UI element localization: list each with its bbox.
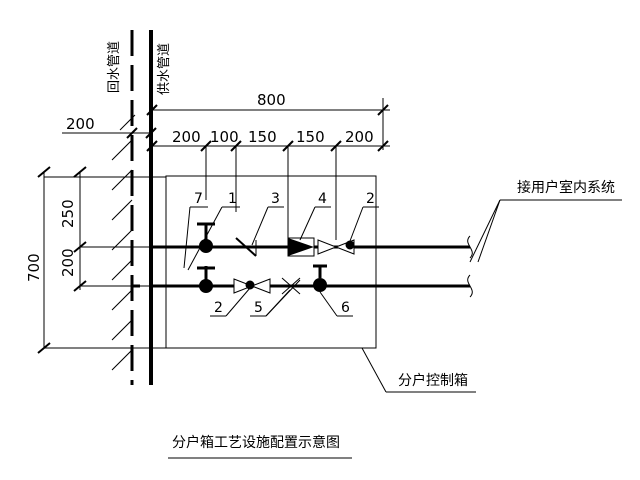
dimension-lines-top <box>62 98 390 240</box>
dim-height-a: 250 <box>59 199 77 228</box>
filter-strainer <box>235 237 257 257</box>
callout-2-bottom: 2 <box>214 300 223 316</box>
dim-left-offset: 200 <box>66 115 95 133</box>
dim-height-total: 700 <box>25 253 43 282</box>
callout-3: 3 <box>271 191 280 207</box>
return-valve-cross <box>281 277 301 295</box>
callout-4: 4 <box>318 191 327 207</box>
supply-lock-valve <box>317 239 355 255</box>
control-box-leader <box>361 347 476 393</box>
callout-1: 1 <box>228 191 237 207</box>
diagram-caption: 分户箱工艺设施配置示意图 <box>172 434 340 451</box>
dim-total: 800 <box>257 91 286 109</box>
dimension-lines-left <box>37 166 166 354</box>
indoor-system-label: 接用户室内系统 <box>517 179 615 196</box>
dim-segment-1: 200 <box>172 128 201 146</box>
control-box-label: 分户控制箱 <box>398 372 468 389</box>
break-marks <box>467 199 622 298</box>
callout-2-top: 2 <box>366 191 375 207</box>
dim-segment-5: 200 <box>345 128 374 146</box>
return-check-valve <box>233 278 271 294</box>
control-box-outline <box>165 175 377 349</box>
callout-5: 5 <box>254 300 263 316</box>
callout-7: 7 <box>194 191 203 207</box>
balance-valve <box>313 264 327 292</box>
dim-segment-2: 100 <box>210 128 239 146</box>
supply-pipe-label: 供水管道 <box>157 43 172 95</box>
dim-segment-3: 150 <box>248 128 277 146</box>
callout-leaders <box>183 206 379 317</box>
heat-meter <box>287 237 315 257</box>
callout-6: 6 <box>341 300 350 316</box>
return-main-valve <box>197 266 215 293</box>
dim-segment-4: 150 <box>296 128 325 146</box>
dim-height-b: 200 <box>59 248 77 277</box>
return-pipe-label: 回水管道 <box>107 41 122 93</box>
